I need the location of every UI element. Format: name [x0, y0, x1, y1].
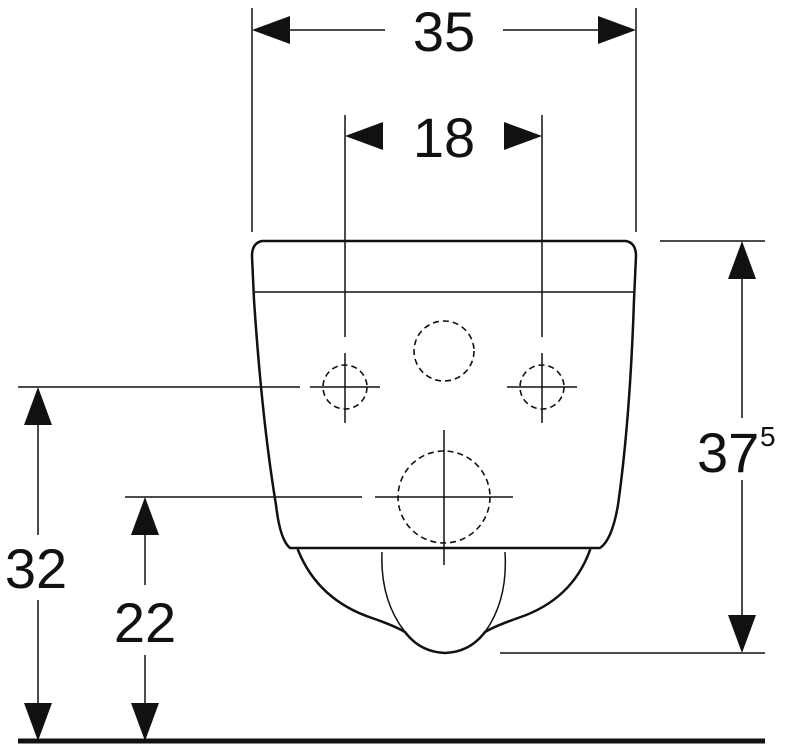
dimension-label-body-height-superscript: 5 [760, 421, 776, 452]
dimension-overall-width: 35 [251, 0, 637, 232]
left-fixing-hole [310, 353, 380, 423]
dimension-outlet-height: 22 [114, 496, 362, 741]
dimension-label-overall-width: 35 [413, 0, 475, 63]
dimension-label-fixing-centres: 18 [413, 106, 475, 169]
dimension-label-fixing-height: 32 [5, 537, 67, 600]
water-inlet [413, 320, 475, 382]
siphon-outline [381, 551, 507, 633]
toilet-body [250, 239, 638, 655]
dimension-label-body-height: 37 [697, 421, 759, 484]
toilet-outline [250, 239, 638, 550]
dimension-body-height: 37 5 [500, 240, 776, 654]
dimension-fixing-centres: 18 [344, 106, 543, 337]
right-fixing-hole [507, 353, 577, 423]
bowl-outline [296, 548, 592, 655]
dimension-fixing-height: 32 [5, 386, 300, 741]
dimension-label-outlet-height: 22 [114, 591, 176, 654]
waste-outlet [375, 430, 513, 565]
